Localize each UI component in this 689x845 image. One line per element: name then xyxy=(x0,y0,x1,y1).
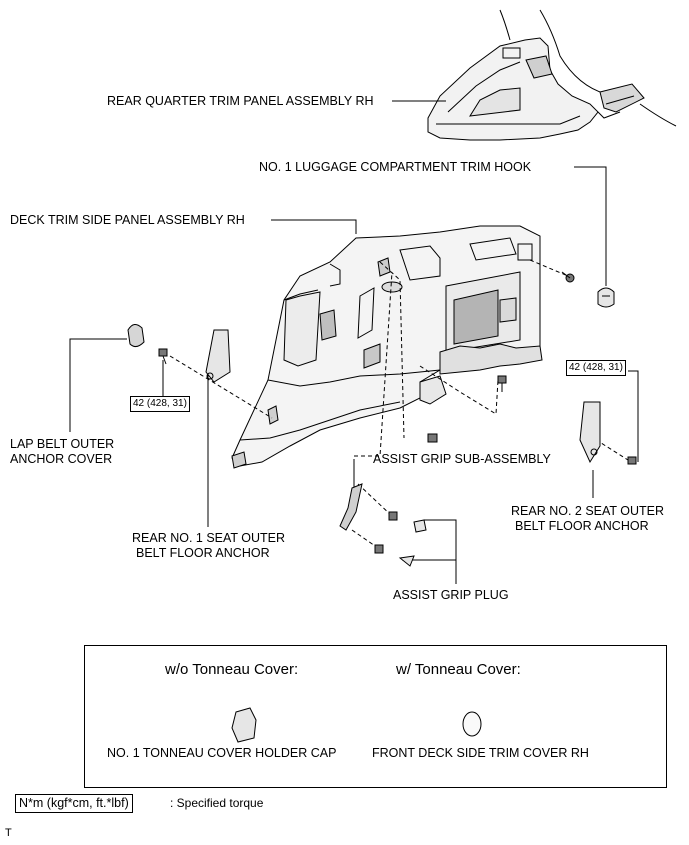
rear-no1-anchor-drawing xyxy=(205,329,231,383)
leader-lap-belt xyxy=(69,338,127,432)
rear-no2-anchor-drawing xyxy=(579,401,601,464)
label-rear-no1-line2: BELT FLOOR ANCHOR xyxy=(136,546,270,560)
bolt-left xyxy=(158,348,168,365)
torque-right: 42 (428, 31) xyxy=(566,360,626,376)
label-rear-no1-line1: REAR NO. 1 SEAT OUTER xyxy=(132,531,286,545)
label-front-deck-side-trim-cover: FRONT DECK SIDE TRIM COVER RH xyxy=(372,746,589,760)
leader-torque-right xyxy=(628,370,639,462)
footer-code: T xyxy=(5,827,12,839)
leader-luggage-hook xyxy=(574,166,607,286)
label-assist-grip-sub-assembly: ASSIST GRIP SUB-ASSEMBLY xyxy=(373,452,551,466)
torque-legend-description: : Specified torque xyxy=(170,796,264,810)
tonneau-cover-holder-cap-drawing xyxy=(231,707,257,743)
heading-with-tonneau: w/ Tonneau Cover: xyxy=(396,661,521,678)
assist-grip-drawing xyxy=(339,483,363,531)
label-rear-no2-line1: REAR NO. 2 SEAT OUTER xyxy=(511,504,665,518)
luggage-hook-drawing xyxy=(597,287,615,308)
label-rear-no2-line2: BELT FLOOR ANCHOR xyxy=(515,519,649,533)
label-assist-grip-plug: ASSIST GRIP PLUG xyxy=(393,588,509,602)
label-luggage-compartment-trim-hook: NO. 1 LUGGAGE COMPARTMENT TRIM HOOK xyxy=(259,160,532,174)
bolt-center xyxy=(497,375,507,392)
rear-quarter-trim-panel-drawing xyxy=(427,9,677,141)
heading-without-tonneau: w/o Tonneau Cover: xyxy=(165,661,299,678)
tonneau-variant-box xyxy=(84,645,667,788)
front-deck-side-trim-cover-drawing xyxy=(462,711,482,737)
assist-grip-plug-drawing xyxy=(398,519,427,567)
label-lap-belt-outer-line2: ANCHOR COVER xyxy=(10,452,113,466)
torque-legend-key: N*m (kgf*cm, ft.*lbf) xyxy=(15,794,133,813)
bolt-upper-right xyxy=(561,271,575,283)
bolt-lower-right xyxy=(627,456,637,465)
label-lap-belt-outer-line1: LAP BELT OUTER xyxy=(10,437,115,451)
bolt-lower-center xyxy=(427,433,438,443)
torque-left: 42 (428, 31) xyxy=(130,396,190,412)
deck-trim-side-panel-drawing xyxy=(231,225,543,469)
label-deck-trim-side-panel: DECK TRIM SIDE PANEL ASSEMBLY RH xyxy=(10,213,245,227)
leader-deck-trim xyxy=(271,219,357,234)
label-rear-quarter-trim-panel: REAR QUARTER TRIM PANEL ASSEMBLY RH xyxy=(107,94,374,108)
label-tonneau-cover-holder-cap: NO. 1 TONNEAU COVER HOLDER CAP xyxy=(107,746,337,760)
assist-grip-screws xyxy=(374,511,398,554)
leader-assist-grip-plug xyxy=(402,519,457,584)
lap-belt-cover-drawing xyxy=(127,324,145,348)
